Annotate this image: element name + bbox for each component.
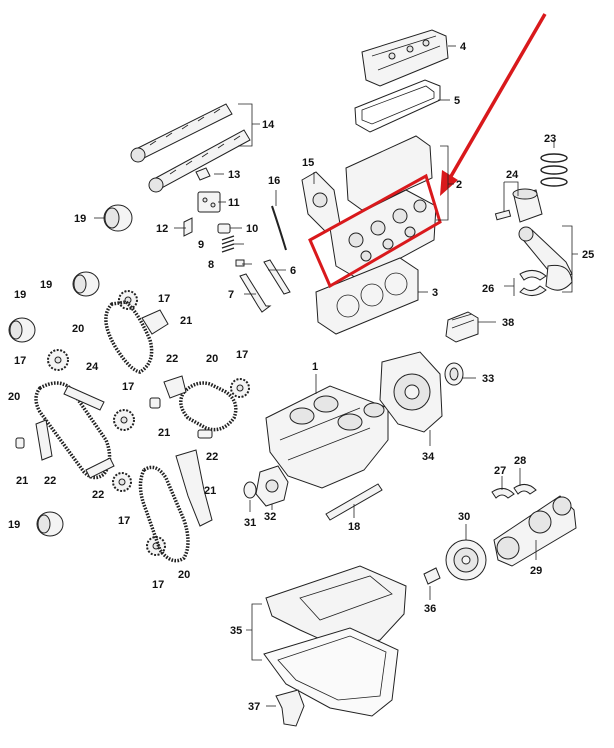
callout-22b: 22 <box>206 451 218 463</box>
part-oil-pan <box>263 565 407 717</box>
part-cylinder-head <box>329 135 437 281</box>
callout-20d: 20 <box>178 569 190 581</box>
part-small-fittings <box>183 167 231 237</box>
callout-1: 1 <box>312 361 318 373</box>
callout-28: 28 <box>514 455 526 467</box>
part-seal <box>444 362 464 386</box>
callout-9: 9 <box>198 239 204 251</box>
callout-labels: 1 2 3 4 5 6 7 8 9 10 11 12 13 14 15 16 1… <box>8 41 594 713</box>
callout-2: 2 <box>456 179 462 191</box>
callout-30: 30 <box>458 511 470 523</box>
callout-20c: 20 <box>206 353 218 365</box>
callout-21a: 21 <box>180 315 192 327</box>
highlight-arrow-shaft <box>448 13 547 179</box>
callout-3: 3 <box>432 287 438 299</box>
callout-19d: 19 <box>8 519 20 531</box>
leader-lines <box>94 45 578 707</box>
callout-22c: 22 <box>44 475 56 487</box>
callout-17d: 17 <box>236 349 248 361</box>
callout-21d: 21 <box>204 485 216 497</box>
callout-26: 26 <box>482 283 494 295</box>
callout-12: 12 <box>156 223 168 235</box>
part-dipstick <box>325 483 383 521</box>
callout-22a: 22 <box>166 353 178 365</box>
part-head-gasket <box>315 257 419 335</box>
callout-7: 7 <box>228 289 234 301</box>
callout-15: 15 <box>302 157 314 169</box>
callout-19a: 19 <box>74 213 86 225</box>
part-damper-pulley <box>445 539 487 581</box>
part-oil-pickup <box>275 689 305 727</box>
callout-20b: 20 <box>8 391 20 403</box>
part-cover-gasket <box>354 79 441 133</box>
part-crankshaft <box>491 484 577 567</box>
part-valves <box>221 235 291 313</box>
callout-10: 10 <box>246 223 258 235</box>
callout-38: 38 <box>502 317 514 329</box>
callout-27: 27 <box>494 465 506 477</box>
callout-11: 11 <box>228 197 240 209</box>
callout-25: 25 <box>582 249 594 261</box>
part-mount <box>445 311 479 343</box>
highlight-annotation <box>308 13 547 289</box>
callout-32: 32 <box>264 511 276 523</box>
callout-21b: 21 <box>158 427 170 439</box>
callout-17f: 17 <box>152 579 164 591</box>
part-piston-rings <box>540 153 568 187</box>
callout-23: 23 <box>544 133 556 145</box>
callout-33: 33 <box>482 373 494 385</box>
part-chain-guide <box>271 205 287 251</box>
callout-21c: 21 <box>16 475 28 487</box>
highlight-box <box>308 173 442 289</box>
part-cover-plate <box>301 171 341 233</box>
callout-35: 35 <box>230 625 242 637</box>
callout-14: 14 <box>262 119 275 131</box>
callout-5: 5 <box>454 95 460 107</box>
callout-17a: 17 <box>158 293 170 305</box>
part-front-cover-seals <box>243 465 289 507</box>
part-cap-d <box>36 511 64 537</box>
callout-13: 13 <box>228 169 240 181</box>
part-connecting-rod <box>518 226 573 291</box>
part-small-bracket <box>423 567 441 585</box>
part-cap-a <box>103 204 133 232</box>
callout-31: 31 <box>244 517 256 529</box>
callout-37: 37 <box>248 701 260 713</box>
callout-4: 4 <box>460 41 467 53</box>
callout-17b: 17 <box>14 355 26 367</box>
part-timing-chains <box>34 300 238 563</box>
callout-6: 6 <box>290 265 296 277</box>
callout-24b: 24 <box>86 361 99 373</box>
callout-17c: 17 <box>122 381 134 393</box>
callout-24a: 24 <box>506 169 519 181</box>
part-sprockets <box>47 290 250 556</box>
callout-19b: 19 <box>40 279 52 291</box>
part-piston <box>494 188 543 223</box>
part-tensioners-guides <box>15 309 213 527</box>
highlight-arrow-head <box>440 170 458 196</box>
callout-20a: 20 <box>72 323 84 335</box>
callout-8: 8 <box>208 259 214 271</box>
part-valve-cover <box>361 29 449 87</box>
callout-36: 36 <box>424 603 436 615</box>
callout-29: 29 <box>530 565 542 577</box>
callout-18: 18 <box>348 521 360 533</box>
callout-19c: 19 <box>14 289 26 301</box>
part-rear-housing <box>379 351 443 433</box>
callout-34: 34 <box>422 451 435 463</box>
callout-16: 16 <box>268 175 280 187</box>
part-rod-bearings <box>519 270 547 296</box>
callout-22d: 22 <box>92 489 104 501</box>
part-camshafts <box>130 103 251 193</box>
part-cap-c <box>8 317 36 343</box>
part-cap-b <box>72 271 100 297</box>
part-engine-block <box>265 385 389 489</box>
callout-17e: 17 <box>118 515 130 527</box>
